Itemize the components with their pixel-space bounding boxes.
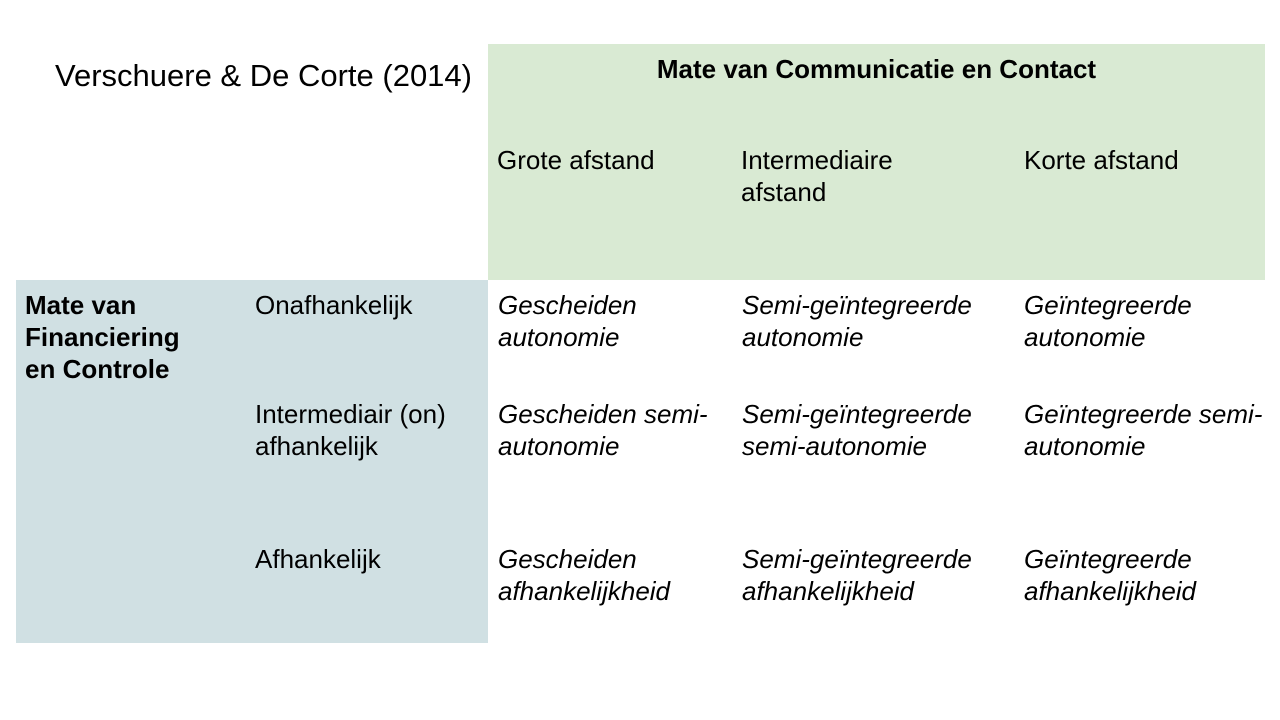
- row-group-title: Mate van Financiering en Controle: [25, 290, 180, 384]
- row-header-onafhankelijk: Onafhankelijk: [255, 290, 413, 320]
- cell-r1-c1: Gescheiden autonomie: [498, 290, 637, 352]
- column-header-background: [488, 44, 1265, 280]
- slide-title: Verschuere & De Corte (2014): [55, 58, 472, 93]
- cell-r3-c3: Geïntegreerde afhankelijkheid: [1024, 544, 1197, 606]
- cell-r2-c1: Gescheiden semi-autonomie: [498, 399, 708, 461]
- cell-r1-c2: Semi-geïntegreerde autonomie: [742, 290, 972, 352]
- cell-r3-c2: Semi-geïntegreerde afhankelijkheid: [742, 544, 972, 606]
- column-header-korte-afstand: Korte afstand: [1024, 145, 1179, 175]
- cell-r3-c1: Gescheiden afhankelijkheid: [498, 544, 671, 606]
- row-header-background: [16, 280, 488, 643]
- cell-r2-c3: Geïntegreerde semi-autonomie: [1024, 399, 1263, 461]
- cell-r1-c3: Geïntegreerde autonomie: [1024, 290, 1192, 352]
- column-header-grote-afstand: Grote afstand: [497, 145, 655, 175]
- row-header-afhankelijk: Afhankelijk: [255, 544, 381, 574]
- row-header-intermediair: Intermediair (on) afhankelijk: [255, 399, 446, 461]
- column-header-intermediaire-afstand: Intermediaire afstand: [741, 145, 893, 207]
- column-group-title: Mate van Communicatie en Contact: [656, 54, 1097, 84]
- cell-r2-c2: Semi-geïntegreerde semi-autonomie: [742, 399, 972, 461]
